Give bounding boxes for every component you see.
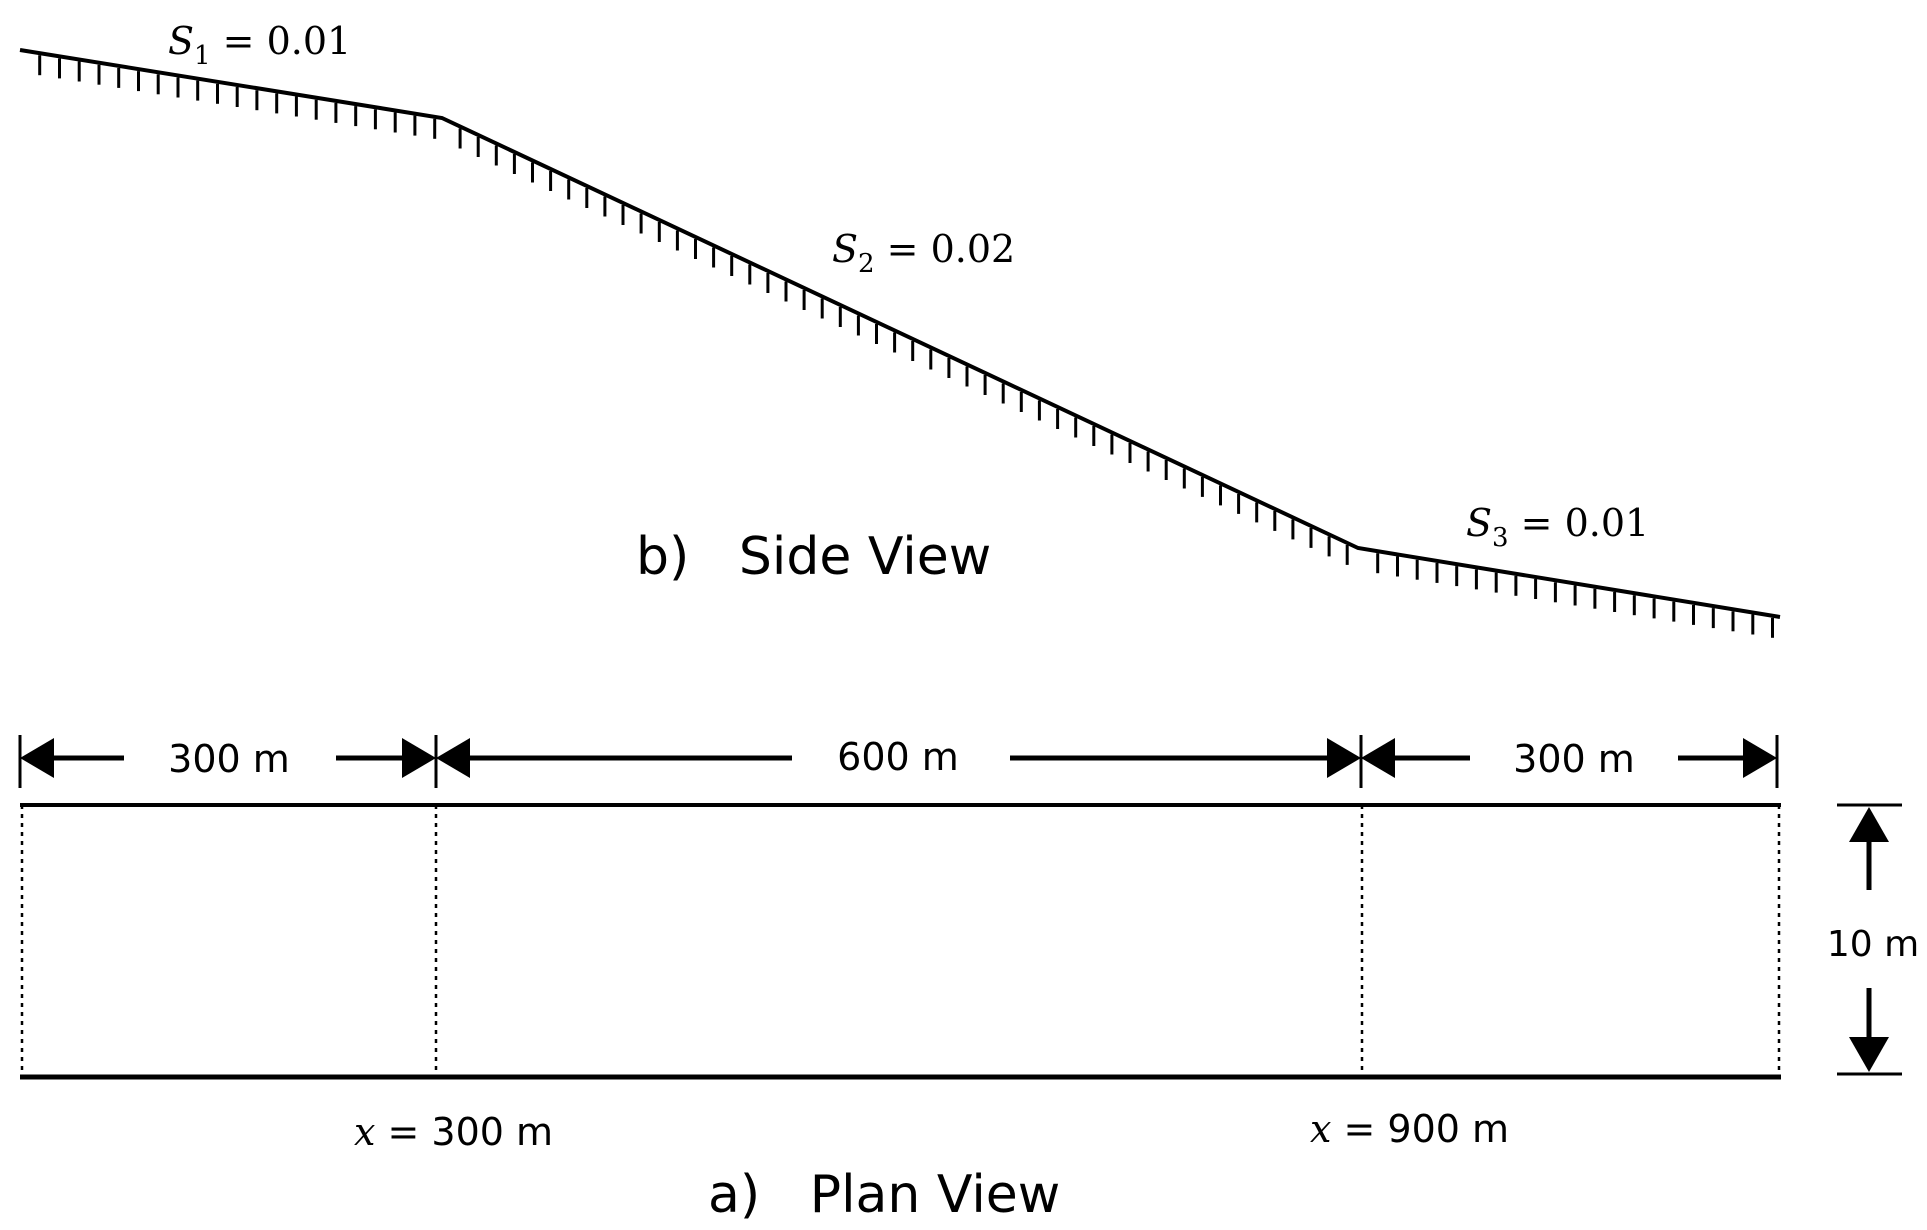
section-dividers [20,805,1781,1077]
arrowhead-right [1743,738,1777,778]
bed-hatching [38,55,1774,638]
arrowhead-down [1849,1037,1889,1072]
dimension-label-first: 300 m [168,737,290,781]
x-marker-900: x = 900 m [1310,1107,1509,1151]
arrowhead-right [1327,738,1361,778]
x-marker-300: x = 300 m [354,1110,553,1154]
plan-view-caption: a) Plan View [708,1165,1060,1225]
arrowhead-left [1361,738,1395,778]
width-label: 10 m [1827,924,1919,965]
dimension-label-last: 300 m [1513,737,1635,781]
arrowhead-left [436,738,470,778]
arrowhead-right [402,738,436,778]
arrowhead-up [1849,807,1889,842]
side-view-caption: b) Side View [636,527,991,587]
channel-plan [20,803,1781,1080]
channel-bed-profile [19,48,1781,619]
slope-label-s1: S1 = 0.01 [168,19,351,71]
slope-label-s3: S3 = 0.01 [1466,501,1649,553]
dimension-ticks [18,735,1779,788]
dimension-label-middle: 600 m [837,735,959,779]
dimension-arrowheads [20,738,1777,778]
width-dimension: 10 m [1827,803,1919,1076]
side-view: S1 = 0.01 S2 = 0.02 S3 = 0.01 b) Side Vi… [19,19,1781,638]
slope-label-s2: S2 = 0.02 [832,227,1015,279]
plan-view: 300 m 600 m 300 m [18,735,1919,1225]
arrowhead-left [20,738,54,778]
